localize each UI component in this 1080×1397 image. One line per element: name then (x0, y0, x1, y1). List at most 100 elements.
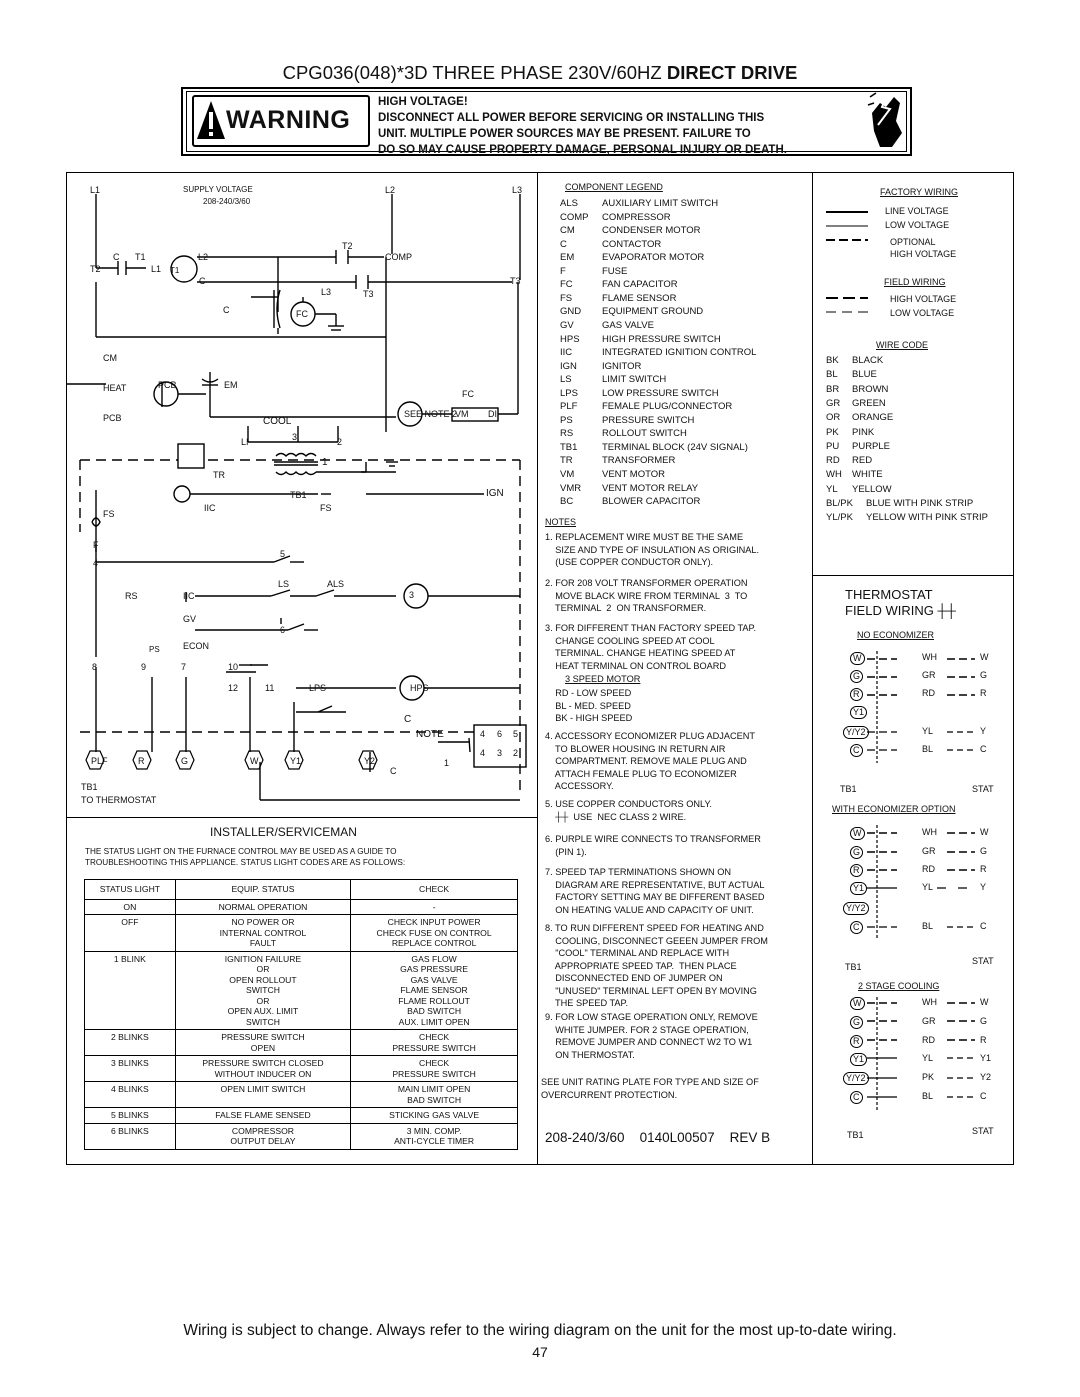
stat-terminal: R (980, 864, 987, 874)
label-t1: T1 (135, 252, 146, 262)
label-plf: 1 (444, 758, 450, 768)
divider (66, 817, 537, 818)
wire-color-label: GR (922, 670, 936, 680)
wire-code-item: BK BLACK (826, 355, 883, 366)
terminal-c: C (850, 921, 863, 934)
note-8: 8. TO RUN DIFFERENT SPEED FOR HEATING AN… (545, 923, 768, 1008)
table-cell: 6 BLINKS (84, 1122, 176, 1150)
legend-description: LOW PRESSURE SWITCH (602, 387, 719, 399)
warning-box-inner (186, 91, 907, 152)
wire-code: RD (826, 455, 840, 467)
label-heat: CM (103, 353, 117, 363)
field-wiring-heading: FIELD WIRING ┼┼ (845, 603, 956, 618)
terminal-w: W (850, 997, 865, 1010)
table-row: 3 BLINKS PRESSURE SWITCH CLOSED WITHOUT … (84, 1055, 518, 1082)
table-cell: MAIN LIMIT OPEN BAD SWITCH (350, 1081, 518, 1108)
table-row: ON NORMAL OPERATION - (84, 898, 518, 915)
installer-heading: INSTALLER/SERVICEMAN (210, 825, 357, 839)
table-row: 6 BLINKS COMPRESSOR OUTPUT DELAY 3 MIN. … (84, 1122, 518, 1150)
installer-text: THE STATUS LIGHT ON THE FURNACE CONTROL … (85, 847, 397, 856)
table-row: 2 BLINKS PRESSURE SWITCH OPEN CHECK PRES… (84, 1029, 518, 1056)
wiring-schematic (66, 194, 527, 801)
note-overcurrent: SEE UNIT RATING PLATE FOR TYPE AND SIZE … (541, 1077, 759, 1100)
terminal-1: 2 (337, 437, 343, 447)
wire-color: BLACK (852, 355, 884, 366)
warning-word: WARNING (226, 106, 351, 134)
note-3: 3. FOR DIFFERENT THAN FACTORY SPEED TAP.… (545, 623, 757, 671)
low-voltage-label: LOW VOLTAGE (885, 220, 950, 230)
legend-description: VENT MOTOR (602, 469, 665, 480)
wire-color: ORANGE (852, 412, 894, 424)
table-cell: FALSE FLAME SENSED (174, 1107, 352, 1124)
terminal-w: W (850, 652, 865, 665)
pin-2: 3 (497, 748, 503, 758)
table-cell: NO POWER OR INTERNAL CONTROL FAULT (174, 914, 352, 952)
supply-voltage-value: 208-240/3/60 (203, 197, 251, 206)
terminal-y-y2: Y/Y2 (843, 1072, 869, 1085)
optional-label: OPTIONAL (890, 237, 936, 247)
legend-code: COMP (560, 211, 589, 223)
legend-description: CONTACTOR (602, 238, 662, 250)
label-t2: L2 (198, 252, 209, 262)
wire-color: YELLOW WITH PINK STRIP (866, 512, 988, 524)
wire-color: GREEN (852, 397, 886, 409)
component-legend-heading: COMPONENT LEGEND (565, 182, 663, 192)
legend-description: PRESSURE SWITCH (602, 414, 695, 426)
divider (812, 172, 813, 1165)
supply-voltage-label: SUPPLY VOLTAGE (183, 185, 253, 194)
terminal-2: 3 (292, 432, 298, 442)
stat-terminal: Y (980, 726, 987, 736)
terminal-y1: Y1 (850, 1053, 868, 1066)
label-ign: TB1 (290, 490, 307, 500)
legend-description: EVAPORATOR MOTOR (602, 252, 705, 264)
tb1-label: TB1 (840, 784, 857, 794)
terminal-y1: Y1 (850, 882, 868, 895)
see-note-2: COOL (263, 416, 292, 427)
legend-code: FS (560, 292, 573, 304)
label-rs: ALS (327, 579, 345, 589)
wire-code: GR (826, 397, 841, 409)
terminal-y-y2: Y/Y2 (843, 902, 869, 915)
wire-color: BLUE (852, 369, 877, 381)
label-ls: 5 (280, 549, 286, 559)
wire-color-label: YL (922, 882, 934, 892)
stat-terminal: R (980, 688, 987, 698)
table-row: 5 BLINKS FALSE FLAME SENSED STICKING GAS… (84, 1107, 518, 1124)
legend-code: IIC (560, 347, 573, 359)
warning-text: HIGH VOLTAGE! DISCONNECT ALL POWER BEFOR… (378, 96, 787, 156)
note-3-sub: RD - LOW SPEED BL - MED. SPEED BK - HIGH… (555, 688, 633, 723)
line-voltage-label: LINE VOLTAGE (885, 206, 949, 216)
wire-color-label: PK (922, 1072, 935, 1082)
factory-wiring-heading: FACTORY WIRING (880, 187, 959, 197)
divider (537, 172, 538, 1165)
terminal-y2: Y1 (290, 756, 302, 766)
table-row: 4 BLINKS OPEN LIMIT SWITCH MAIN LIMIT OP… (84, 1081, 518, 1108)
legend-code: PLF (560, 401, 578, 413)
model-line: 208-240/3/60 0140L00507 REV B (545, 1130, 771, 1145)
note-7: 7. SPEED TAP TERMINATIONS SHOWN ON DIAGR… (545, 867, 765, 915)
wire-code: BK (826, 355, 839, 366)
label-lps: 11 (265, 683, 275, 693)
notes-heading: NOTES (545, 517, 577, 527)
label-cm: FC (296, 309, 308, 319)
label-iic: IGN (486, 488, 504, 499)
wire-color: BROWN (852, 383, 889, 395)
stat-terminal: G (980, 1016, 988, 1026)
divider (812, 575, 1014, 576)
label-l3: L3 (512, 185, 523, 195)
note-number: NOTE (416, 729, 444, 740)
terminal-c: Y2 (364, 756, 376, 766)
legend-description: IGNITOR (602, 360, 642, 372)
